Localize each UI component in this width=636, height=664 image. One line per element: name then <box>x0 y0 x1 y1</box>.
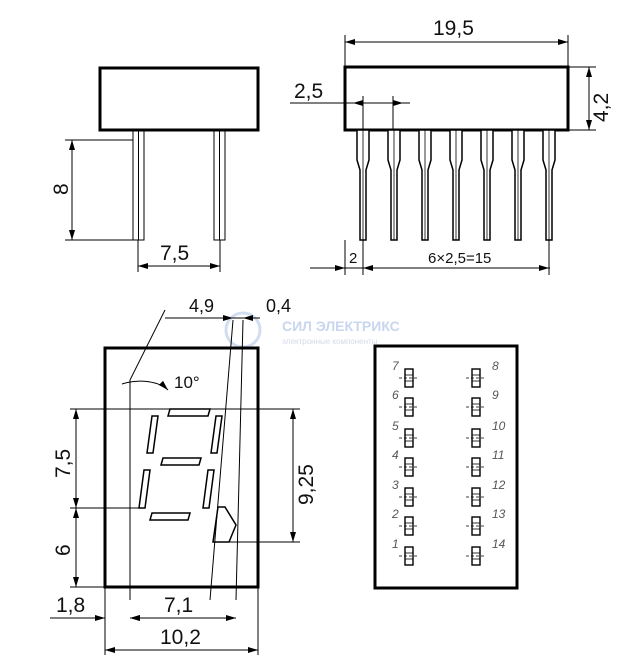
slant-label: 10° <box>174 373 200 392</box>
pitch-label: 2,5 <box>294 80 323 103</box>
pin-number-label: 12 <box>492 478 506 492</box>
upper-height-label: 7,5 <box>52 449 75 478</box>
face-view: 10° 4,9 0,4 7,5 6 9,25 1,8 7,1 10,2 <box>50 296 318 655</box>
pin-number-label: 10 <box>492 419 506 433</box>
height-label: 4,2 <box>590 93 613 122</box>
pinout-view: 7 6 5 4 3 2 1 8 9 10 11 12 13 14 <box>373 344 519 590</box>
svg-text:СИЛ ЭЛЕКТРИКС: СИЛ ЭЛЕКТРИКС <box>282 318 400 334</box>
total-width-label: 10,2 <box>160 626 201 649</box>
first-offset-label: 2 <box>349 250 357 267</box>
pin-number-label: 6 <box>392 388 399 402</box>
pin-number-label: 9 <box>492 388 499 402</box>
pin-number-label: 14 <box>492 537 506 551</box>
pin-number-label: 3 <box>392 478 399 492</box>
width-label: 19,5 <box>433 17 474 40</box>
pin-number-label: 7 <box>392 359 400 373</box>
digit-span-label: 7,1 <box>164 594 193 617</box>
svg-text:электронные компоненты: электронные компоненты <box>282 337 378 346</box>
pin-spacing-label: 7,5 <box>160 242 189 265</box>
digit-height-label: 9,25 <box>295 464 318 505</box>
pin-number-label: 2 <box>391 507 399 521</box>
pin-span-label: 6×2,5=15 <box>428 250 491 267</box>
front-view: 19,5 4,2 2,5 2 6×2,5=15 <box>290 17 613 275</box>
pin-length-label: 8 <box>50 183 73 195</box>
pin-number-label: 11 <box>492 448 504 462</box>
lower-height-label: 6 <box>52 544 75 556</box>
digit-width-label: 4,9 <box>189 296 214 316</box>
pin-number-label: 5 <box>392 419 399 433</box>
left-margin-label: 1,8 <box>56 594 85 617</box>
pin-number-label: 1 <box>392 537 399 551</box>
point-offset-label: 0,4 <box>266 296 291 316</box>
side-view: 8 7,5 <box>50 66 260 272</box>
pin-number-label: 8 <box>492 359 499 373</box>
pin-number-label: 13 <box>492 507 506 521</box>
pin-number-label: 4 <box>392 448 399 462</box>
